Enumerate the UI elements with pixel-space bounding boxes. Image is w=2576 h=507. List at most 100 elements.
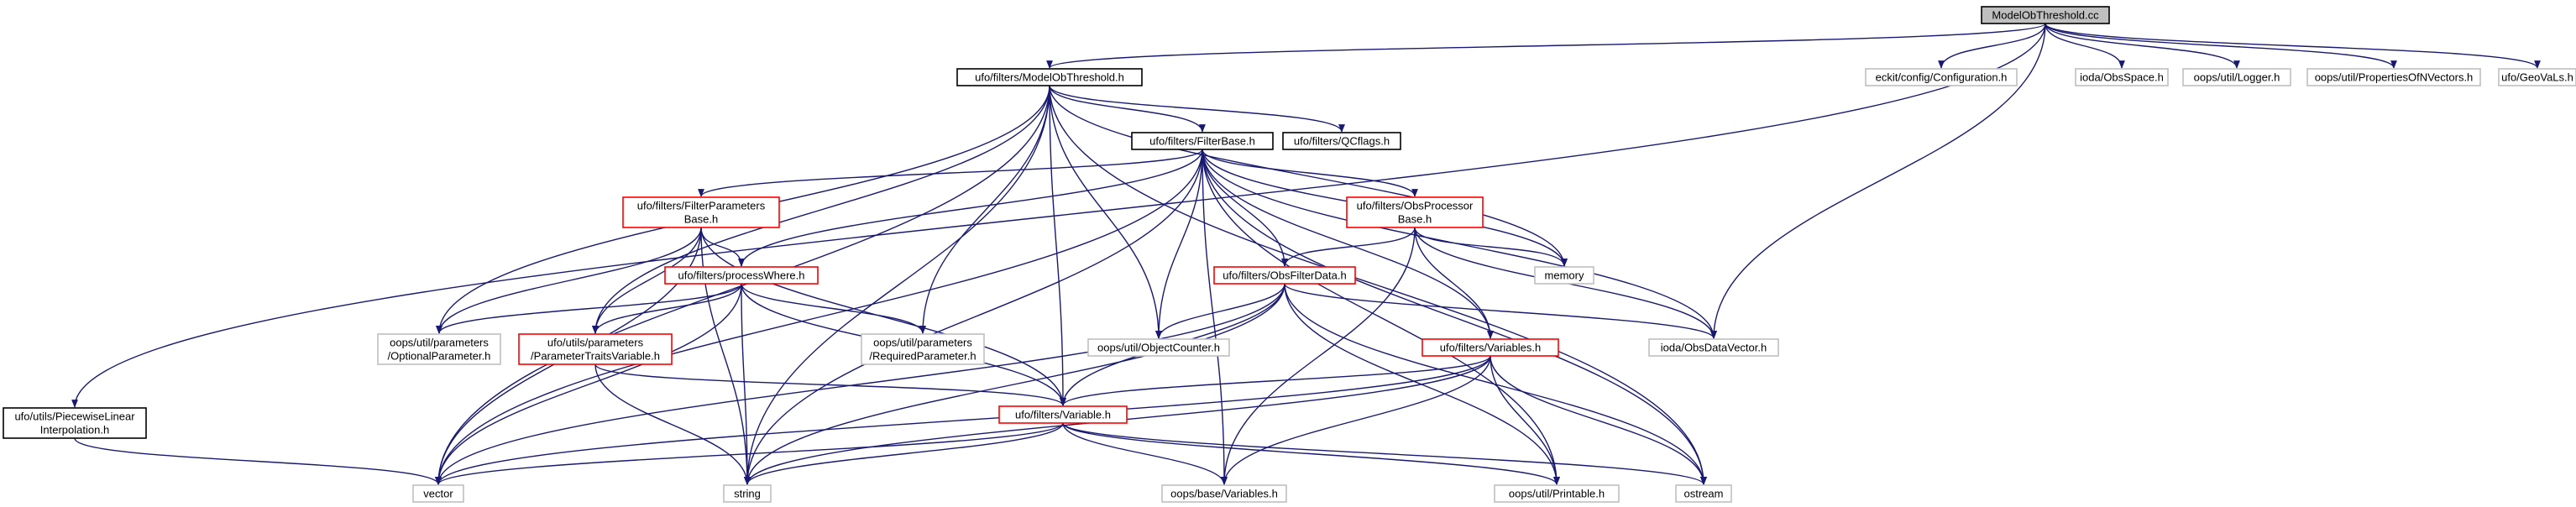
node-label: oops/base/Variables.h [1170, 488, 1278, 500]
edge-line [1202, 149, 1288, 267]
node-objcounter[interactable]: oops/util/ObjectCounter.h [1087, 338, 1230, 357]
edge-line [1490, 355, 1560, 485]
node-box [1981, 6, 2110, 24]
node-printable[interactable]: oops/util/Printable.h [1494, 484, 1620, 503]
edge-filterbase-to-objcounter [1155, 149, 1203, 339]
node-box [3, 407, 147, 439]
edge-mot_h-to-vector [435, 85, 1050, 485]
edge-line [592, 283, 742, 334]
edge-line [436, 227, 702, 334]
edge-line [1202, 149, 1418, 197]
node-variables_h[interactable]: ufo/filters/Variables.h [1422, 338, 1559, 357]
node-geovals[interactable]: ufo/GeoVaLs.h [2498, 68, 2576, 86]
node-box [861, 333, 985, 365]
node-ostream[interactable]: ostream [1675, 484, 1732, 503]
node-box [1494, 484, 1620, 503]
node-mot_h[interactable]: ufo/filters/ModelObThreshold.h [956, 68, 1143, 86]
edge-line [1049, 85, 1707, 485]
edge-line [2045, 23, 2240, 69]
edge-line [744, 283, 1285, 485]
node-label: ModelObThreshold.cc [1992, 9, 2099, 22]
node-obsdatavector[interactable]: ioda/ObsDataVector.h [1648, 338, 1779, 357]
node-box [1648, 338, 1779, 357]
node-reqparam[interactable]: oops/util/parameters/RequiredParameter.h [861, 333, 985, 365]
edge-line [435, 422, 1064, 485]
edge-fpbase-to-string [700, 227, 751, 485]
node-box [1422, 338, 1559, 357]
edge-line [1221, 355, 1491, 485]
edge-line [2045, 23, 2397, 69]
edge-obsfilterdata-to-vector [435, 283, 1285, 485]
edge-mot_h-to-memory [1049, 85, 1568, 267]
nodes-layer: ModelObThreshold.cc ufo/filters/ModelObTh… [3, 6, 2576, 503]
node-box [1161, 484, 1287, 503]
node-propvec[interactable]: oops/util/PropertiesOfNVectors.h [2306, 68, 2481, 86]
node-label: string [734, 488, 761, 500]
node-optparam[interactable]: oops/util/parameters/OptionalParameter.h [377, 333, 501, 365]
node-variable_h[interactable]: ufo/filters/Variable.h [998, 405, 1128, 424]
node-vector[interactable]: vector [412, 484, 464, 503]
edge-line [744, 422, 1064, 485]
node-obsfilterdata[interactable]: ufo/filters/ObsFilterData.h [1213, 266, 1356, 285]
node-box [1346, 196, 1484, 228]
node-label: oops/util/parameters [390, 337, 489, 349]
edge-line [1062, 422, 1560, 485]
edge-obsfilterdata-to-objcounter [1155, 283, 1285, 339]
node-box [2498, 68, 2576, 86]
node-label: ufo/utils/parameters [547, 337, 644, 349]
edge-root-to-logger [2045, 23, 2240, 69]
node-box [377, 333, 501, 365]
edge-root-to-geovals [2045, 23, 2541, 69]
node-label: ufo/filters/Variable.h [1015, 409, 1111, 421]
edge-fpbase-to-optparam [436, 227, 702, 334]
node-label: ostream [1684, 488, 1724, 500]
edge-processwhere-to-vector [435, 283, 742, 485]
node-box [622, 196, 780, 228]
node-memory[interactable]: memory [1534, 266, 1594, 285]
edge-variables_h-to-ostream [1490, 355, 1707, 485]
node-label: /RequiredParameter.h [869, 350, 976, 363]
edge-line [744, 149, 1203, 485]
node-filterbase[interactable]: ufo/filters/FilterBase.h [1131, 132, 1274, 150]
edge-filterbase-to-obsfilterdata [1202, 149, 1288, 267]
edge-line [1284, 283, 1707, 485]
node-label: ioda/ObsDataVector.h [1661, 342, 1767, 354]
node-obsspace[interactable]: ioda/ObsSpace.h [2075, 68, 2169, 86]
edge-variable_h-to-string [744, 422, 1064, 485]
node-label: ufo/filters/processWhere.h [678, 269, 804, 282]
edge-line [1046, 23, 2046, 69]
edge-mot_h-to-objcounter [1049, 85, 1162, 339]
node-label: ioda/ObsSpace.h [2080, 71, 2164, 84]
edge-filterbase-to-printable [1202, 149, 1560, 485]
node-box [1865, 68, 2018, 86]
edge-line [700, 227, 751, 485]
edge-variables_h-to-variable_h [1060, 355, 1491, 406]
node-processwhere[interactable]: ufo/filters/processWhere.h [664, 266, 819, 285]
node-label: Interpolation.h [40, 424, 109, 436]
node-oopsvars[interactable]: oops/base/Variables.h [1161, 484, 1287, 503]
edge-mot_h-to-ostream [1049, 85, 1707, 485]
node-box [664, 266, 819, 285]
edge-variables_h-to-printable [1490, 355, 1560, 485]
node-label: /ParameterTraitsVariable.h [531, 350, 660, 363]
edge-line [919, 85, 1050, 334]
node-logger[interactable]: oops/util/Logger.h [2182, 68, 2291, 86]
edge-line [1049, 85, 1066, 406]
edge-line [1202, 149, 1560, 485]
node-ptv[interactable]: ufo/utils/parameters/ParameterTraitsVari… [518, 333, 673, 365]
edge-line [435, 283, 1285, 485]
edge-filterbase-to-string [744, 149, 1203, 485]
node-box [2182, 68, 2291, 86]
edge-line [1202, 149, 1494, 339]
node-string[interactable]: string [723, 484, 772, 503]
edge-line [594, 363, 1066, 406]
edge-filterbase-to-fpbase [698, 149, 1203, 197]
node-box [1087, 338, 1230, 357]
node-qcflags[interactable]: ufo/filters/QCflags.h [1282, 132, 1401, 150]
node-eckit[interactable]: eckit/config/Configuration.h [1865, 68, 2018, 86]
edge-line [1049, 85, 1568, 267]
